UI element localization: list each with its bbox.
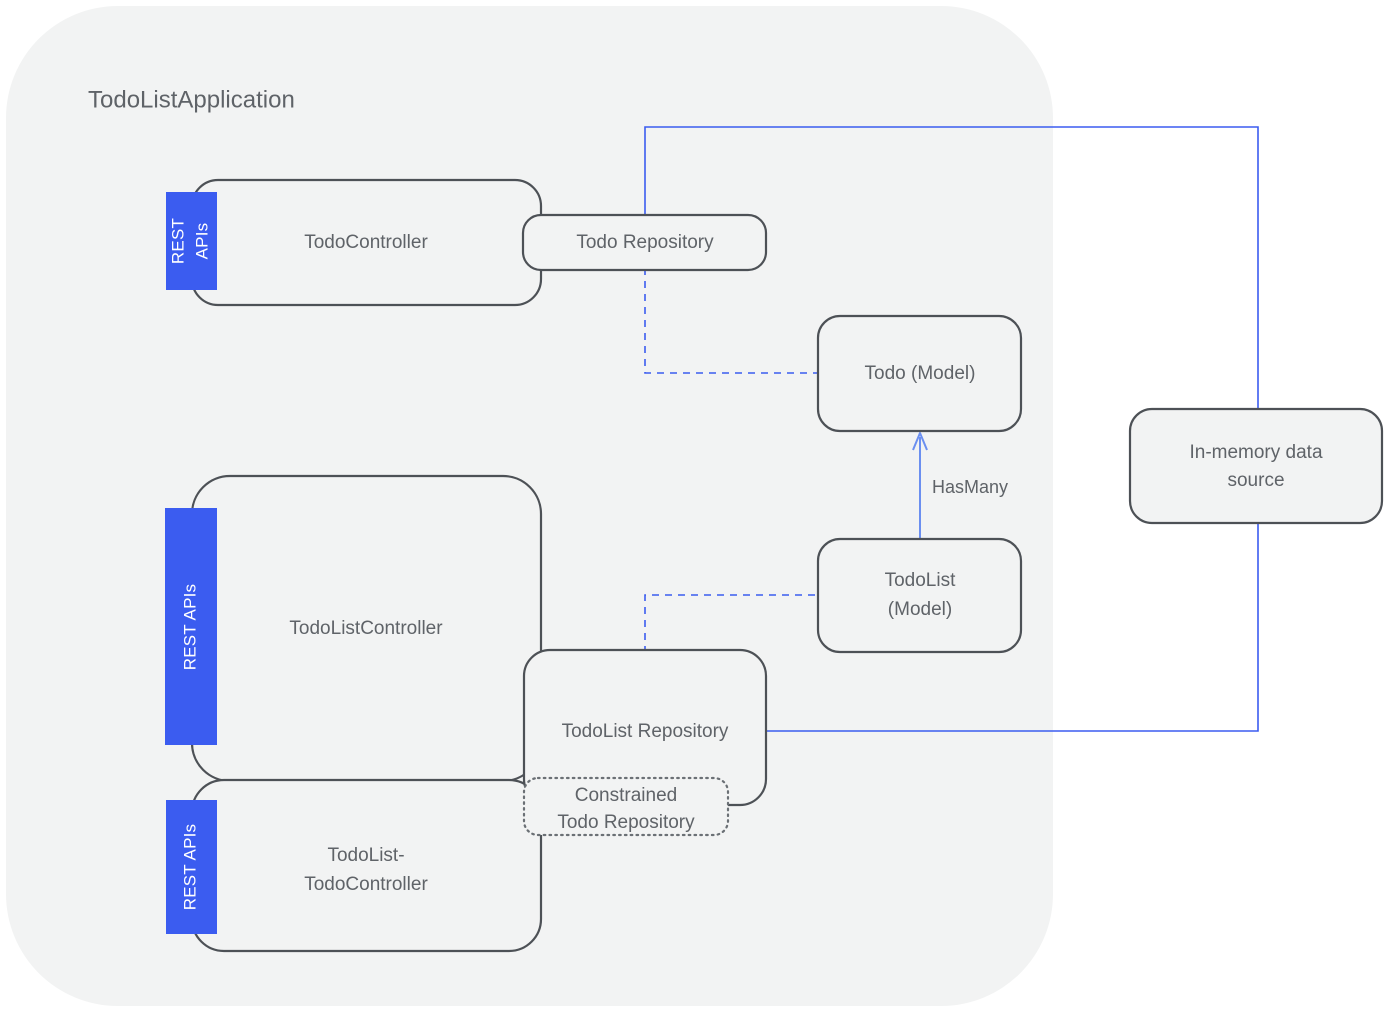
edge-hasmany-arrowhead	[912, 432, 928, 451]
node-constrained-todo-repository-label-line1: Constrained	[575, 785, 677, 806]
node-in-memory-data-source-label-line2: source	[1227, 470, 1284, 491]
rest-apis-bar-todolist-controller[interactable]	[165, 508, 217, 745]
group-title: TodoListApplication	[88, 86, 295, 113]
node-constrained-todo-repository[interactable]	[522, 776, 730, 837]
node-todo-repository-label: Todo Repository	[576, 232, 714, 253]
node-todolist-todo-controller-label-line2: TodoController	[304, 874, 428, 895]
rest-apis-bar-todolist-todo-controller[interactable]	[166, 800, 217, 934]
edge-todo-repository-to-todo-model	[644, 242, 818, 374]
node-todolist-model-label-line2: (Model)	[888, 599, 952, 620]
node-todolist-model[interactable]	[816, 537, 1023, 654]
node-todolist-model-label-line1: TodoList	[885, 570, 956, 591]
node-in-memory-data-source[interactable]	[1128, 407, 1384, 525]
rest-apis-bar-todolist-controller-label: REST APIs	[180, 584, 199, 671]
node-todolist-repository-label: TodoList Repository	[562, 721, 729, 742]
node-todo-model[interactable]	[816, 314, 1023, 433]
edge-hasmany-label: HasMany	[932, 477, 1008, 497]
node-in-memory-data-source-label-line1: In-memory data	[1189, 442, 1322, 463]
rest-apis-bar-todolist-todo-controller-label: REST APIs	[180, 824, 199, 911]
node-todolist-todo-controller-label-line1: TodoList-	[327, 845, 404, 866]
edge-todo-repository-to-datasource	[644, 126, 1259, 466]
node-todo-repository[interactable]	[521, 213, 768, 272]
rest-apis-bar-todo-controller-label-line2: APIs	[192, 223, 211, 260]
node-constrained-todo-repository-label-line2: Todo Repository	[557, 812, 695, 833]
node-todo-controller-label: TodoController	[304, 232, 428, 253]
rest-apis-bar-todo-controller[interactable]	[166, 192, 217, 290]
rest-apis-bar-todo-controller-label-line1: REST	[168, 218, 187, 264]
node-todo-model-label: Todo (Model)	[865, 363, 976, 384]
node-todolist-controller-label: TodoListController	[289, 618, 443, 639]
edge-datasource-to-todolist-repository	[766, 466, 1259, 732]
